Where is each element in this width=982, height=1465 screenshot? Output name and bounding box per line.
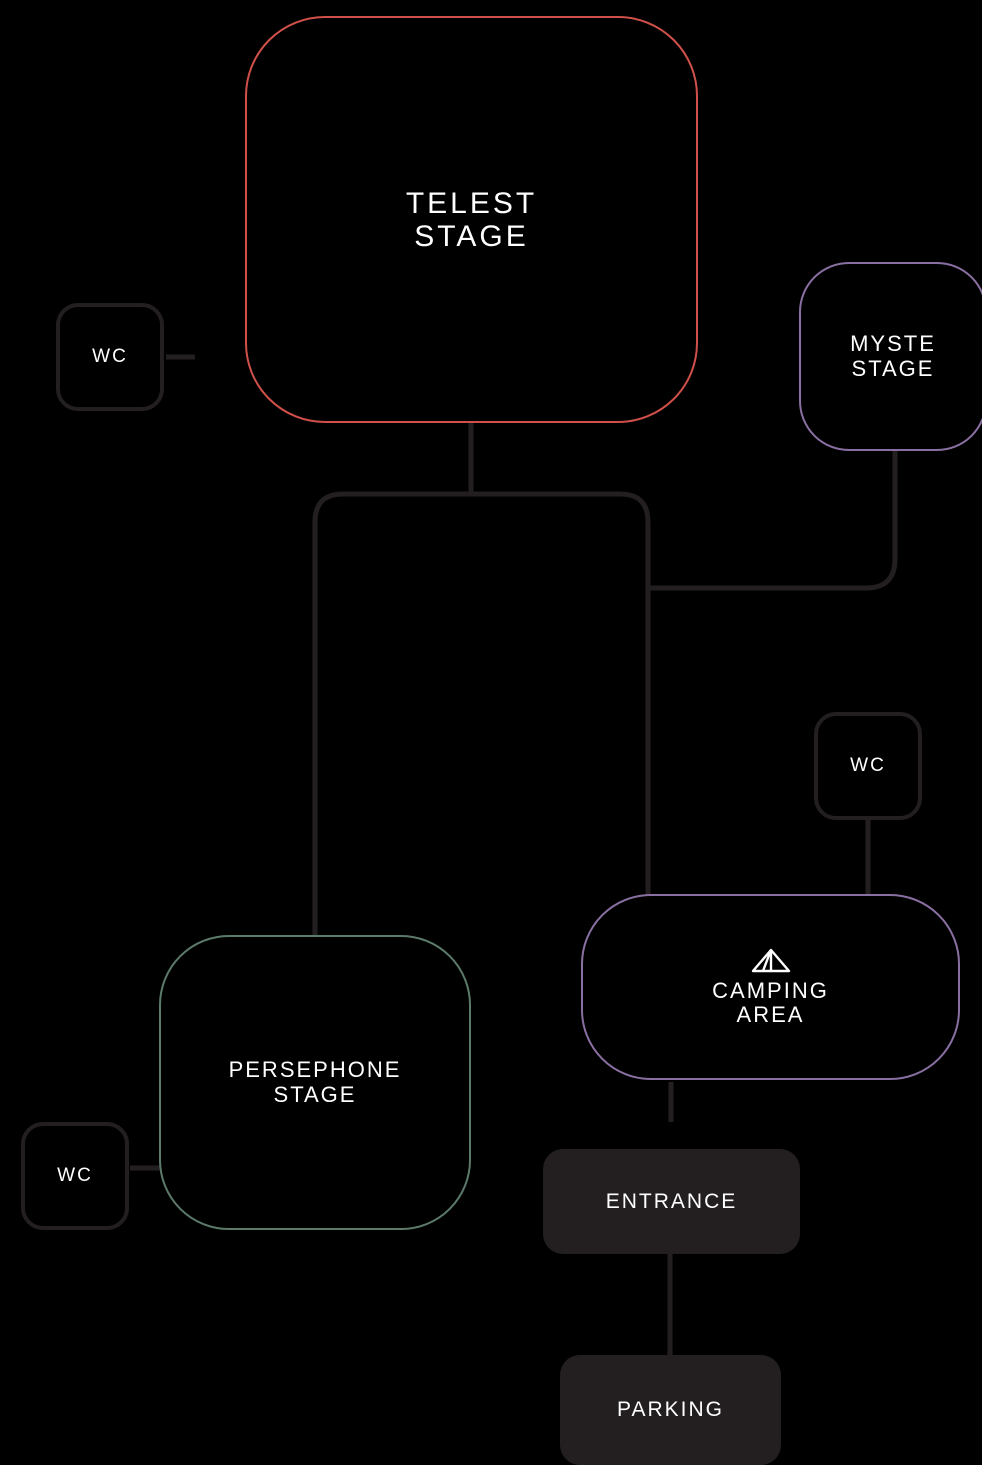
- myste-stage[interactable]: MYSTE STAGE: [799, 262, 982, 451]
- path-myste-connector: [648, 451, 898, 591]
- parking-label: PARKiNG: [617, 1398, 724, 1422]
- parking[interactable]: PARKiNG: [560, 1355, 781, 1465]
- wc-camping[interactable]: WC: [814, 712, 922, 820]
- persephone-stage-label: STAGE: [273, 1081, 357, 1107]
- persephone-stage-name: PERSEPHONE: [228, 1057, 402, 1083]
- camping-area-name: CAMPING: [712, 977, 829, 1003]
- telest-stage-name: TELEST: [405, 186, 538, 220]
- entrance[interactable]: ENTRANCE: [543, 1149, 800, 1254]
- entrance-label: ENTRANCE: [605, 1189, 738, 1213]
- wc-label: WC: [850, 754, 886, 776]
- path-hub-loop: [312, 491, 651, 935]
- telest-stage-label: STAGE: [414, 219, 529, 253]
- persephone-stage[interactable]: PERSEPHONE STAGE: [159, 935, 471, 1230]
- camping-area[interactable]: CAMPING AREA: [581, 894, 960, 1080]
- wc-label: WC: [92, 345, 128, 367]
- tent-icon: [751, 948, 790, 973]
- wc-telest[interactable]: WC: [56, 303, 164, 411]
- wc-label: WC: [57, 1164, 93, 1186]
- camping-area-label: AREA: [736, 1002, 805, 1027]
- wc-persephone[interactable]: WC: [21, 1122, 129, 1230]
- telest-stage[interactable]: TELEST STAGE: [245, 16, 698, 423]
- myste-stage-label: STAGE: [851, 355, 935, 381]
- myste-stage-name: MYSTE: [850, 331, 936, 357]
